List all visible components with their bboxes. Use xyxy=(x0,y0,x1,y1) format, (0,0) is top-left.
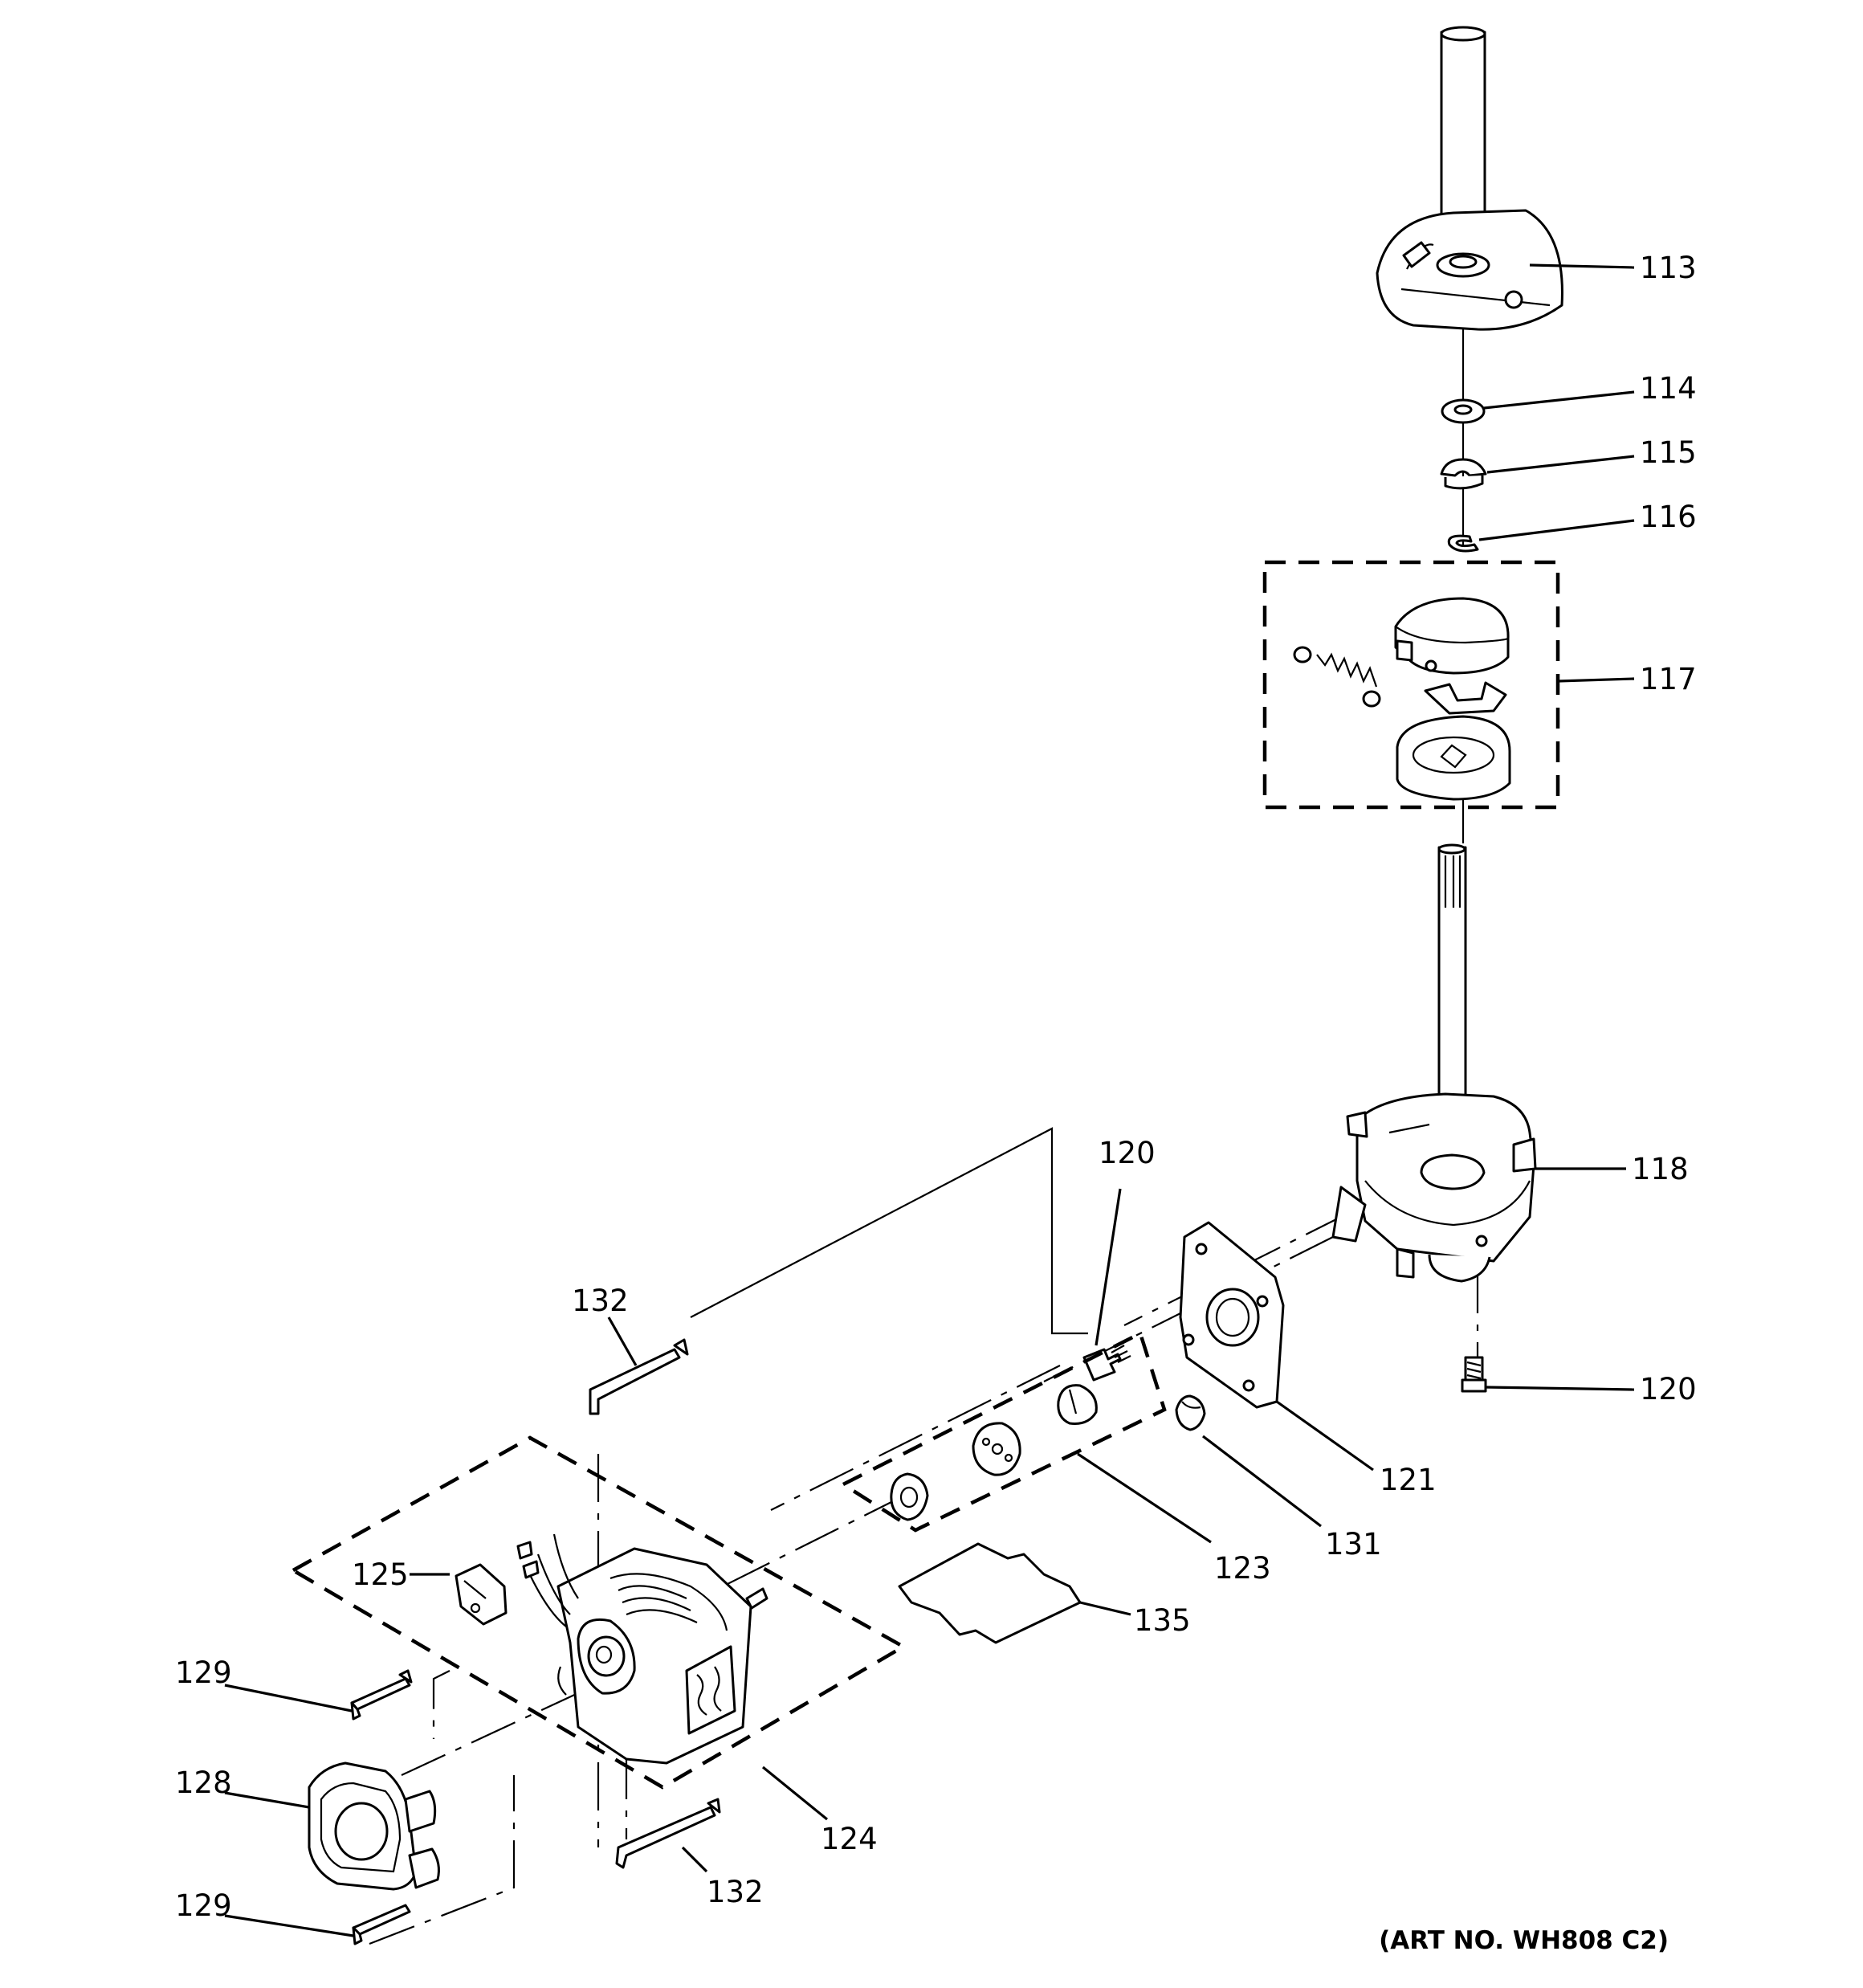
part-131-plug xyxy=(1175,1394,1206,1431)
leader-132-upper xyxy=(607,1316,638,1366)
leader-129-lower xyxy=(224,1914,354,1937)
part-121-mount-plate xyxy=(1179,1221,1285,1409)
callout-132-upper: 132 xyxy=(572,1284,629,1318)
callout-118: 118 xyxy=(1632,1152,1689,1186)
part-120-screw-lower xyxy=(1461,1356,1487,1393)
callout-121: 121 xyxy=(1380,1463,1437,1497)
callout-125: 125 xyxy=(352,1557,409,1592)
callout-129-lower: 129 xyxy=(175,1888,232,1923)
callout-128: 128 xyxy=(175,1766,232,1800)
part-129-clip-upper xyxy=(350,1669,413,1721)
part-114-washer xyxy=(1441,398,1486,424)
leader-123 xyxy=(1077,1452,1212,1544)
leader-132-lower xyxy=(681,1846,708,1873)
callout-129-upper: 129 xyxy=(175,1655,232,1690)
leader-129-upper xyxy=(224,1684,353,1712)
callout-131: 131 xyxy=(1325,1527,1382,1561)
assembly-axis-lines xyxy=(369,313,1479,1945)
callout-115: 115 xyxy=(1640,435,1697,470)
callout-135: 135 xyxy=(1134,1603,1191,1638)
part-118-gearcase xyxy=(1331,1092,1537,1283)
callout-120-upper: 120 xyxy=(1099,1136,1156,1170)
leader-115 xyxy=(1486,455,1635,474)
part-115-clip xyxy=(1440,458,1487,490)
part-135-pad xyxy=(898,1542,1082,1644)
leader-120-upper xyxy=(1095,1188,1122,1346)
callout-120-lower: 120 xyxy=(1640,1372,1697,1406)
leader-131 xyxy=(1202,1435,1322,1528)
part-124-motor-assembly xyxy=(289,1435,907,1790)
callout-114: 114 xyxy=(1640,371,1697,406)
callout-124: 124 xyxy=(821,1822,878,1856)
part-123-coupling-assembly xyxy=(839,1330,1167,1533)
leader-120-lower xyxy=(1485,1386,1635,1391)
part-132-rod-upper xyxy=(589,1338,689,1415)
part-lower-spline-shaft xyxy=(1437,843,1467,1162)
leader-135 xyxy=(1079,1601,1131,1616)
part-113-upper-shaft-brake xyxy=(1376,26,1563,331)
leader-124 xyxy=(761,1766,829,1821)
art-number: (ART NO. WH808 C2) xyxy=(1379,1926,1669,1955)
leader-116 xyxy=(1478,519,1635,541)
leader-114 xyxy=(1483,390,1635,410)
callout-123: 123 xyxy=(1214,1551,1271,1586)
leader-117 xyxy=(1557,677,1635,683)
leader-113 xyxy=(1529,263,1635,269)
part-116-retaining-ring xyxy=(1447,534,1479,553)
part-132-rod-lower xyxy=(615,1798,721,1869)
part-129-clip-lower xyxy=(352,1904,411,1945)
callout-117: 117 xyxy=(1640,662,1697,696)
leader-128 xyxy=(224,1791,310,1809)
callout-132-lower: 132 xyxy=(707,1875,764,1909)
leader-121 xyxy=(1276,1400,1374,1472)
callout-116: 116 xyxy=(1640,500,1697,534)
leader-lines xyxy=(224,263,1635,1937)
part-125-switch xyxy=(455,1563,508,1626)
part-128-pump xyxy=(308,1761,440,1891)
callout-labels: 113 114 115 116 117 118 120 120 121 123 … xyxy=(175,251,1697,1923)
part-117-clutch-assembly xyxy=(1262,560,1560,810)
callout-113: 113 xyxy=(1640,251,1697,285)
